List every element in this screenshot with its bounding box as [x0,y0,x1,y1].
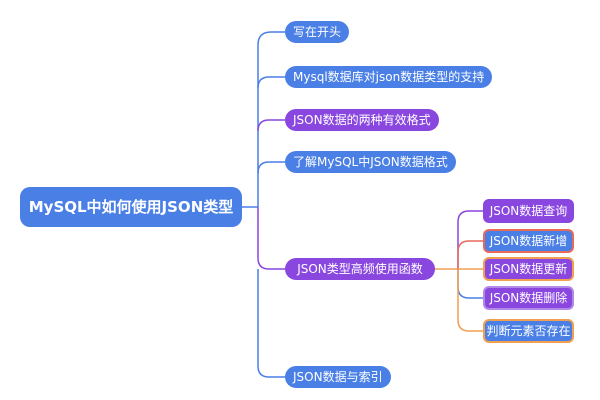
edge-sub-4 [457,269,483,299]
branch-node-intro[interactable]: 写在开头 [285,21,350,43]
edge-sub-2 [457,240,483,269]
root-node[interactable]: MySQL中如何使用JSON类型 [20,187,242,227]
sub-node-json-delete[interactable]: JSON数据删除 [483,286,574,310]
sub-node-json-update[interactable]: JSON数据更新 [483,257,574,281]
edge-branch-4 [257,161,285,174]
branch-node-json-functions[interactable]: JSON类型高频使用函数 [285,258,435,280]
branch-node-mysql-json-support[interactable]: Mysql数据库对json数据类型的支持 [285,66,493,88]
sub-node-json-insert[interactable]: JSON数据新增 [483,229,574,253]
branch-node-json-formats[interactable]: JSON数据的两种有效格式 [285,109,439,131]
edge-sub-5 [457,269,483,332]
branch-node-json-index[interactable]: JSON数据与索引 [285,366,391,388]
edge-trunk [257,31,285,207]
edge-sub-1 [457,210,483,269]
edge-branch-2 [257,76,285,89]
edge-branch-3 [257,119,285,132]
sub-node-json-query[interactable]: JSON数据查询 [483,199,574,223]
edge-branch-6 [257,269,285,378]
edge-branch-5 [257,207,285,270]
branch-node-mysql-json-format[interactable]: 了解MySQL中JSON数据格式 [285,151,456,173]
sub-node-element-exists[interactable]: 判断元素否存在 [483,319,574,343]
